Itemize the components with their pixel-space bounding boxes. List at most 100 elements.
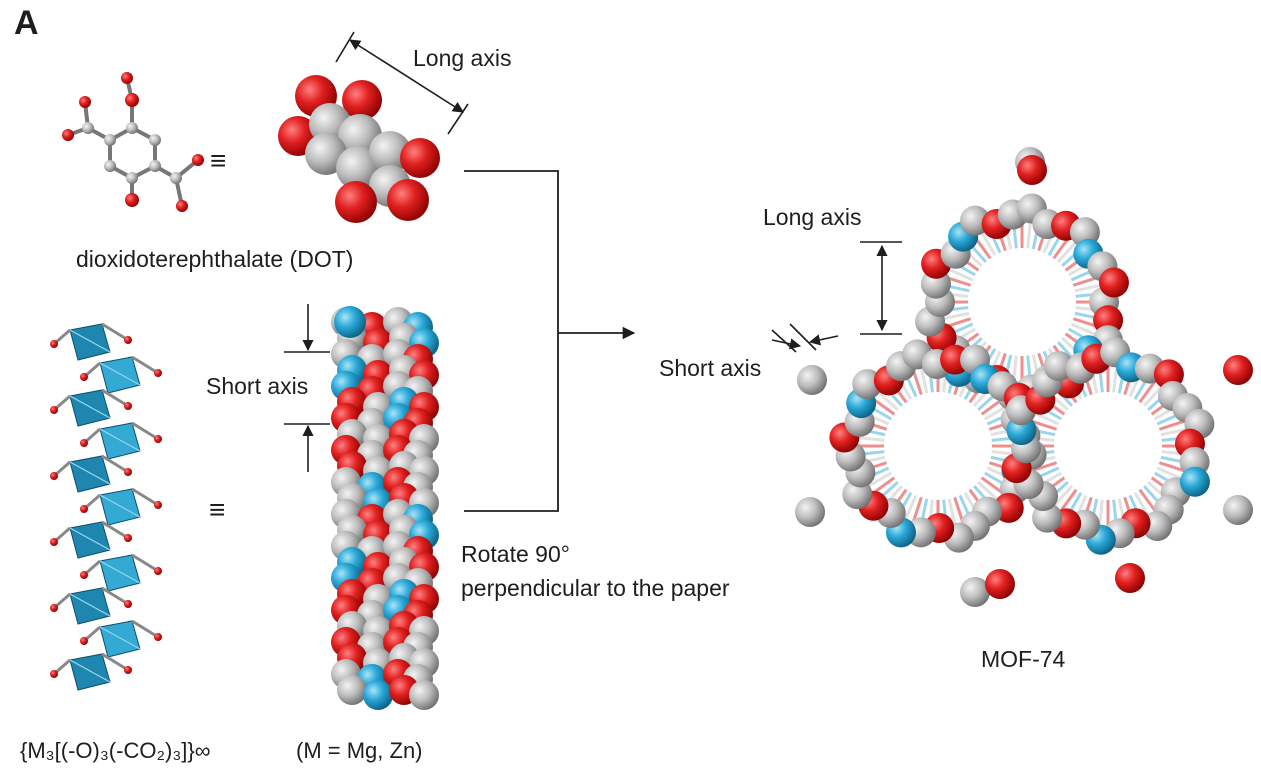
rotation-note: Rotate 90° perpendicular to the paper	[461, 537, 730, 605]
linker-stub	[101, 586, 129, 606]
polyhedron	[99, 422, 141, 460]
channel-wall	[941, 311, 970, 321]
channel-wall	[1138, 378, 1158, 404]
polyhedron-edge	[99, 560, 141, 584]
polyhedron	[69, 521, 111, 559]
pore-opening	[888, 396, 988, 496]
oxygen-atom	[124, 534, 132, 542]
polyhedron	[69, 455, 111, 493]
metal-atom	[1179, 466, 1210, 497]
oxygen-atom	[80, 505, 88, 513]
oxygen-atom	[154, 369, 162, 377]
oxygen-atom	[124, 468, 132, 476]
dot-ball-stick-atoms	[62, 72, 204, 212]
polyhedron	[99, 488, 141, 526]
linker-stub	[101, 520, 129, 540]
rotation-note-line1: Rotate 90°	[461, 541, 570, 567]
polyhedron-edge	[69, 329, 111, 353]
carbon-atom	[409, 680, 439, 710]
polyhedron-edge	[99, 626, 141, 650]
oxygen-atom	[80, 571, 88, 579]
oxygen-atom	[124, 600, 132, 608]
polyhedron	[69, 389, 111, 427]
metal-identity-label: (M = Mg, Zn)	[296, 738, 423, 763]
channel-wall	[1032, 411, 1060, 426]
oxygen-atom	[50, 538, 58, 546]
oxygen-atom	[80, 637, 88, 645]
carbon-atom	[795, 497, 825, 527]
long-axis-label-top: Long axis	[413, 45, 512, 71]
linker-name-label: dioxidoterephthalate (DOT)	[76, 246, 354, 272]
channel-wall	[1058, 488, 1078, 514]
channel-wall	[1070, 322, 1098, 337]
carbon-atom	[1043, 350, 1074, 381]
channel-wall	[1160, 427, 1189, 437]
rotation-note-line2: perpendicular to the paper	[461, 575, 730, 601]
oxygen-atom	[1223, 355, 1253, 385]
linker-stub	[101, 454, 129, 474]
oxygen-atom	[124, 666, 132, 674]
channel-wall	[1138, 488, 1158, 514]
linker-stub	[131, 487, 159, 507]
polyhedron	[99, 356, 141, 394]
channel-wall	[903, 494, 918, 522]
oxygen-atom	[50, 670, 58, 678]
assembly-bracket-arrow	[464, 170, 636, 512]
long-axis-label-right: Long axis	[763, 204, 862, 230]
channel-wall	[1143, 384, 1164, 407]
carbon-atom	[337, 675, 367, 705]
channel-wall	[919, 365, 929, 394]
linker-stub	[131, 619, 159, 639]
oxygen-atom	[154, 567, 162, 575]
carbon-atom	[1142, 511, 1173, 542]
oxygen-atom	[1098, 267, 1129, 298]
channel-wall	[866, 471, 892, 489]
oxygen-atom	[1017, 155, 1047, 185]
mof74-framework-model	[795, 147, 1253, 607]
channel-wall	[1057, 240, 1078, 263]
carbon-atom	[797, 365, 827, 395]
carbon-atom	[1223, 495, 1253, 525]
polyhedron-edge	[99, 494, 141, 518]
channel-wall	[1052, 485, 1073, 508]
oxygen-atom	[154, 501, 162, 509]
channel-wall	[1112, 364, 1119, 393]
chain-formula-label: {M₃[(-O)₃(-CO₂)₃]}∞	[20, 738, 211, 763]
oxygen-atom	[1115, 563, 1145, 593]
chain-polyhedral-model	[50, 322, 162, 691]
linker-stub	[131, 421, 159, 441]
oxygen-atom	[985, 569, 1015, 599]
linker-stub	[101, 652, 129, 672]
pore-opening	[972, 252, 1072, 352]
equivalence-symbol-top: ≡	[210, 145, 227, 176]
oxygen-atom	[154, 435, 162, 443]
short-axis-label-right: Short axis	[659, 355, 762, 381]
polyhedron-edge	[99, 428, 141, 452]
polyhedron-edge	[99, 362, 141, 386]
channel-wall	[1156, 466, 1184, 481]
linker-stub	[101, 322, 129, 342]
short-axis-indicator-left	[284, 304, 330, 472]
short-axis-indicator-right	[771, 323, 839, 353]
oxygen-atom	[50, 472, 58, 480]
channel-wall	[979, 230, 997, 256]
channel-wall	[856, 435, 885, 442]
oxygen-atom	[50, 340, 58, 348]
metal-atom	[363, 680, 393, 710]
channel-wall	[1158, 461, 1187, 473]
polyhedron	[99, 620, 141, 658]
chain-space-filling-model	[331, 306, 439, 710]
polyhedron-edge	[69, 395, 111, 419]
channel-wall	[1097, 499, 1104, 528]
channel-wall	[946, 267, 974, 282]
channel-wall	[876, 390, 899, 411]
channel-wall	[1158, 419, 1187, 431]
oxygen-atom	[154, 633, 162, 641]
channel-wall	[977, 481, 1000, 502]
panel-label: A	[14, 4, 39, 42]
channel-wall	[1074, 283, 1103, 293]
linker-stub	[101, 388, 129, 408]
long-axis-indicator-top	[335, 31, 469, 135]
